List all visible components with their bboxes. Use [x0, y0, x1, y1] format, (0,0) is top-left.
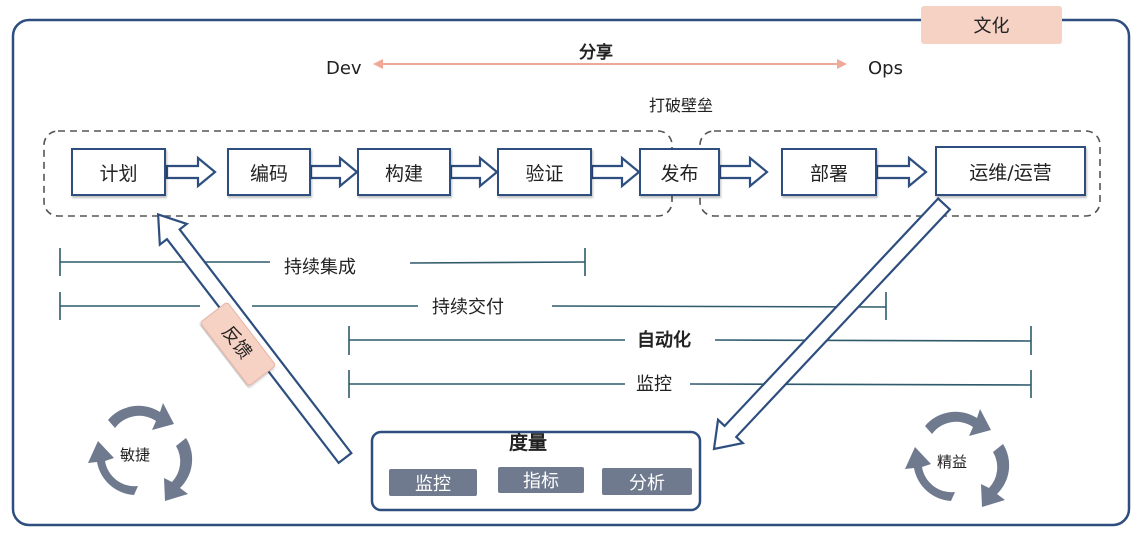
monitoring-label: 监控: [636, 374, 672, 395]
stage-ops: 运维/运营: [935, 146, 1086, 196]
metrics-item-monitoring: 监控: [389, 469, 477, 496]
metrics-item-analysis: 分析: [602, 468, 692, 495]
metrics-item-indicators: 指标: [498, 467, 584, 493]
stage-verify: 验证: [497, 148, 592, 196]
feedback-badge: [200, 302, 276, 386]
culture-tab: 文化: [921, 6, 1062, 44]
flow-arrow-2: [309, 155, 359, 189]
ops-label: Ops: [868, 58, 903, 79]
flow-arrow-1: [165, 155, 217, 189]
flow-arrow-5: [718, 155, 769, 189]
cd-label: 持续交付: [432, 297, 504, 318]
ops-group-dashed: [699, 130, 1101, 217]
agile-label: 敏捷: [120, 446, 151, 464]
lean-cycle-icon: [905, 409, 1010, 507]
metrics-title: 度量: [509, 432, 548, 454]
flow-arrow-4: [590, 155, 641, 189]
ci-label: 持续集成: [284, 257, 356, 278]
culture-label: 文化: [973, 16, 1010, 37]
flow-arrows: [165, 155, 928, 189]
ops-to-metrics-arrow: [712, 196, 952, 451]
flow-arrow-3: [449, 155, 499, 189]
stage-release: 发布: [639, 148, 720, 196]
stage-deploy: 部署: [781, 148, 877, 196]
break-barrier-label: 打破壁垒: [649, 96, 714, 115]
span-brackets: [59, 248, 1032, 398]
dev-label: Dev: [326, 58, 362, 79]
automation-label: 自动化: [637, 330, 691, 351]
agile-cycle-icon: [88, 403, 193, 501]
outer-frame: [11, 18, 1131, 527]
lean-label: 精益: [937, 453, 968, 471]
stage-code: 编码: [227, 148, 311, 196]
flow-arrow-6: [875, 155, 928, 189]
share-label: 分享: [579, 43, 613, 63]
stage-build: 构建: [357, 148, 451, 196]
stage-plan: 计划: [71, 148, 166, 196]
